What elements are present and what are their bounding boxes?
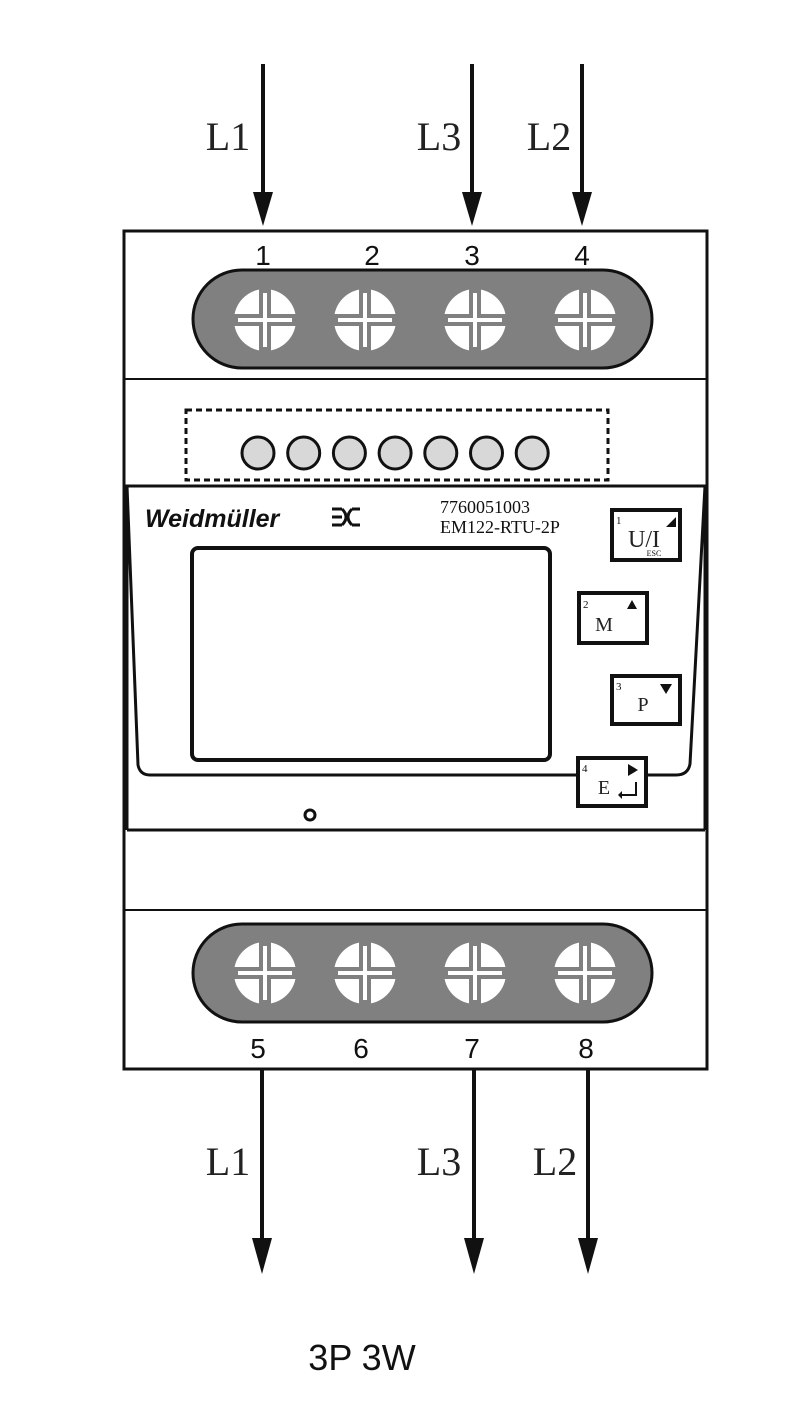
screw-terminal-icon <box>444 942 506 1004</box>
arrow-right-icon <box>628 764 638 776</box>
indicator-panel <box>184 408 610 482</box>
button-label: M <box>595 614 613 636</box>
lcd-display <box>190 546 552 762</box>
led-indicator-icon <box>469 435 504 471</box>
screw-terminal-icon <box>234 942 296 1004</box>
arrow-down-icon <box>462 192 482 226</box>
line-label: L2 <box>533 1139 577 1184</box>
led-indicator-icon <box>240 435 276 471</box>
svg-text:2: 2 <box>583 599 589 611</box>
model-number: EM122-RTU-2P <box>440 517 560 537</box>
arrow-down-icon <box>660 684 672 694</box>
button-label: P <box>637 694 648 716</box>
terminal-strip <box>191 268 654 370</box>
terminal-number: 1 <box>255 240 271 271</box>
screw-terminal-icon <box>334 289 396 351</box>
corner-arrow-icon <box>666 517 676 527</box>
button-menu-up[interactable]: 2 M <box>577 591 649 645</box>
led-indicator-icon <box>331 435 367 471</box>
line-label: L2 <box>527 114 571 159</box>
arrow-up-icon <box>627 600 637 609</box>
led-indicator-icon <box>377 435 413 471</box>
button-label: U/I <box>628 527 660 553</box>
wiring-type-caption: 3P 3W <box>308 1337 415 1378</box>
brand-logo-icon <box>332 507 360 527</box>
screw-terminal-icon <box>334 942 396 1004</box>
svg-text:1: 1 <box>616 515 622 527</box>
optical-port-icon <box>303 808 317 822</box>
terminal-number: 3 <box>464 240 480 271</box>
bottom-line-l3: L3 <box>417 1069 484 1274</box>
button-page-down[interactable]: 3 P <box>610 674 682 726</box>
top-lines: L1 L3 L2 <box>206 64 592 226</box>
terminal-strip <box>191 922 654 1024</box>
enter-icon <box>622 782 637 796</box>
line-label: L3 <box>417 1139 461 1184</box>
arrow-down-icon <box>464 1238 484 1274</box>
terminal-number: 2 <box>364 240 380 271</box>
top-line-l1: L1 <box>206 64 273 226</box>
arrow-down-icon <box>578 1238 598 1274</box>
bottom-terminal-block: 5 6 7 8 <box>191 922 654 1064</box>
brand-name: Weidmüller <box>145 505 281 533</box>
front-panel: Weidmüller 7760051003 EM122-RTU-2P 1 U/I… <box>125 484 707 832</box>
led-indicator-icon <box>286 435 322 471</box>
button-label: E <box>598 777 610 799</box>
top-line-l3: L3 <box>417 64 482 226</box>
terminal-number: 8 <box>578 1033 594 1064</box>
terminal-number: 5 <box>250 1033 266 1064</box>
meter-housing <box>122 229 709 1071</box>
terminal-number: 4 <box>574 240 590 271</box>
screw-terminal-icon <box>554 289 616 351</box>
line-label: L1 <box>206 1139 250 1184</box>
button-ui-esc[interactable]: 1 U/I ESC <box>610 508 682 562</box>
part-number: 7760051003 <box>440 497 530 517</box>
arrow-down-icon <box>252 1238 272 1274</box>
line-label: L1 <box>206 114 250 159</box>
arrow-down-icon <box>253 192 273 226</box>
terminal-number: 6 <box>353 1033 369 1064</box>
screw-terminal-icon <box>234 289 296 351</box>
svg-text:3: 3 <box>616 681 622 693</box>
bottom-line-l1: L1 <box>206 1069 272 1274</box>
bottom-line-l2: L2 <box>533 1069 598 1274</box>
led-indicator-icon <box>514 435 550 471</box>
terminal-number: 7 <box>464 1033 480 1064</box>
top-terminal-block: 1 2 3 4 <box>191 240 654 370</box>
top-line-l2: L2 <box>527 64 592 226</box>
arrow-down-icon <box>572 192 592 226</box>
line-label: L3 <box>417 114 461 159</box>
led-indicator-icon <box>423 435 459 471</box>
button-enter[interactable]: 4 E <box>576 756 648 808</box>
button-sublabel: ESC <box>647 549 662 558</box>
screw-terminal-icon <box>554 942 616 1004</box>
svg-text:4: 4 <box>582 763 588 775</box>
screw-terminal-icon <box>444 289 506 351</box>
bottom-lines: L1 L3 L2 <box>206 1069 598 1274</box>
